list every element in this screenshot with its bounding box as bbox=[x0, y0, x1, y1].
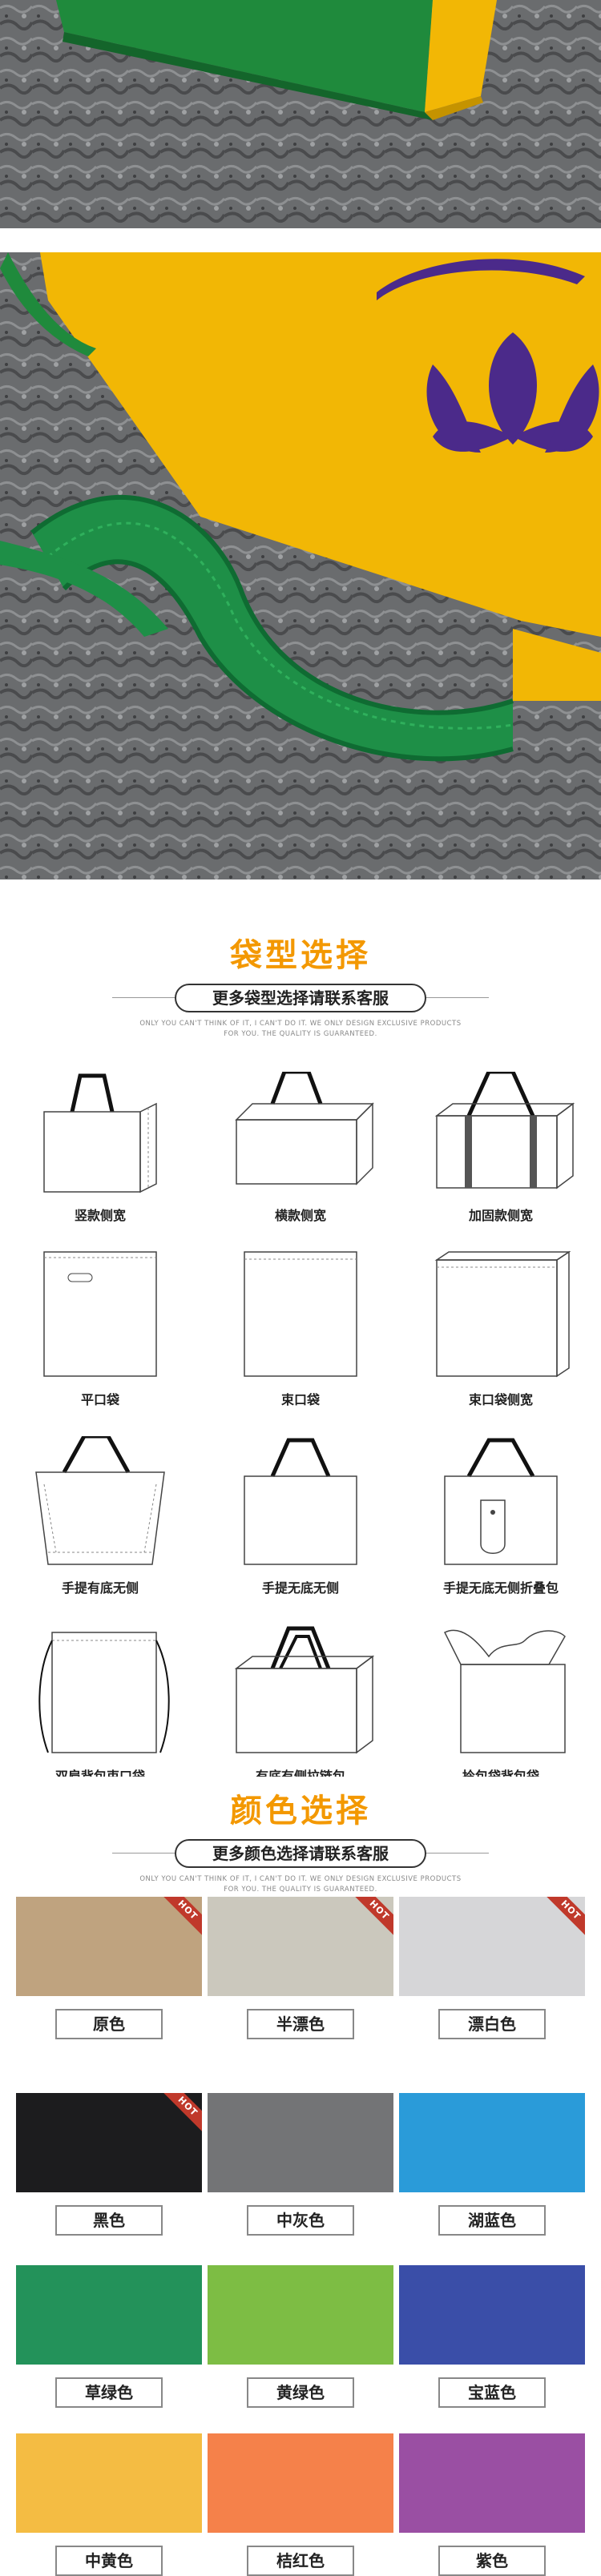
bag-label: 手提有底无侧 bbox=[61, 1580, 139, 1596]
color-swatch[interactable] bbox=[16, 2433, 202, 2533]
horizontal-side-width-bag-icon bbox=[235, 1072, 374, 1185]
bag-type-item[interactable]: 加固款侧宽 bbox=[401, 1072, 601, 1224]
bag-type-item[interactable]: 双肩背包束口袋 bbox=[0, 1624, 200, 1785]
reinforced-side-width-bag-icon bbox=[434, 1072, 575, 1189]
color-swatch[interactable] bbox=[16, 2265, 202, 2365]
color-swatch[interactable]: HOT bbox=[16, 2093, 202, 2192]
color-grid: HOT 原色 HOT 半漂色 HOT 漂白色 HOT 黑色 中灰色 湖蓝色草绿色 黄绿色 宝蓝色中黄色… bbox=[0, 1897, 601, 2576]
pill-right-line bbox=[425, 997, 489, 998]
bag-label: 束口袋 bbox=[280, 1392, 320, 1407]
bag-section-pill: 更多袋型选择请联系客服 bbox=[175, 984, 426, 1012]
bag-label: 束口袋侧宽 bbox=[468, 1392, 533, 1407]
color-label: 黄绿色 bbox=[247, 2377, 354, 2408]
color-label: 紫色 bbox=[438, 2546, 546, 2576]
color-section-pill: 更多颜色选择请联系客服 bbox=[175, 1839, 426, 1868]
drawstring-backpack-icon bbox=[38, 1632, 170, 1753]
color-swatch[interactable] bbox=[399, 2093, 585, 2192]
bag-type-item[interactable]: 竖款侧宽 bbox=[0, 1072, 200, 1224]
hot-badge: HOT bbox=[543, 1897, 585, 1938]
bag-handle-photo bbox=[0, 252, 601, 879]
zipper-bag-icon bbox=[234, 1626, 375, 1754]
color-label: 原色 bbox=[55, 2009, 163, 2039]
pill-left-line bbox=[112, 1853, 176, 1854]
bag-type-item[interactable]: 有底有侧拉链包 bbox=[200, 1624, 401, 1785]
color-section: 颜色选择 更多颜色选择请联系客服 ONLY YOU CAN'T THINK OF… bbox=[0, 1777, 601, 2576]
bag-label: 加固款侧宽 bbox=[468, 1208, 533, 1223]
bag-section-subtext-2: FOR YOU. THE QUALITY IS GUARANTEED. bbox=[224, 1030, 377, 1038]
color-label: 宝蓝色 bbox=[438, 2377, 546, 2408]
handle-no-bottom-no-side-bag-icon bbox=[244, 1438, 357, 1565]
foldable-handle-bag-icon bbox=[444, 1438, 558, 1565]
pill-right-line bbox=[425, 1853, 489, 1854]
bag-label: 手提无底无侧折叠包 bbox=[442, 1580, 559, 1596]
hot-badge: HOT bbox=[159, 2093, 202, 2135]
color-label: 中黄色 bbox=[55, 2546, 163, 2576]
hot-badge: HOT bbox=[351, 1897, 393, 1938]
product-photo-top bbox=[0, 0, 601, 228]
hot-badge: HOT bbox=[159, 1897, 202, 1938]
color-swatch[interactable] bbox=[208, 2433, 393, 2533]
color-swatch[interactable]: HOT bbox=[16, 1897, 202, 1996]
color-label: 黑色 bbox=[55, 2205, 163, 2236]
vertical-side-width-bag-icon bbox=[43, 1073, 157, 1193]
bag-type-item[interactable]: 束口袋侧宽 bbox=[401, 1248, 601, 1408]
bag-type-item[interactable]: 手提无底无侧折叠包 bbox=[401, 1436, 601, 1596]
color-section-subtext-2: FOR YOU. THE QUALITY IS GUARANTEED. bbox=[224, 1886, 377, 1894]
bag-type-item[interactable]: 平口袋 bbox=[0, 1248, 200, 1408]
color-label: 湖蓝色 bbox=[438, 2205, 546, 2236]
bag-label: 横款侧宽 bbox=[274, 1208, 326, 1223]
bag-type-item[interactable]: 横款侧宽 bbox=[200, 1072, 401, 1224]
color-label: 中灰色 bbox=[247, 2205, 354, 2236]
bag-label: 平口袋 bbox=[80, 1392, 119, 1407]
bag-type-item[interactable]: 手提有底无侧 bbox=[0, 1436, 200, 1596]
handle-bottom-no-side-bag-icon bbox=[35, 1436, 165, 1565]
color-swatch[interactable]: HOT bbox=[399, 1897, 585, 1996]
color-section-subtext-1: ONLY YOU CAN'T THINK OF IT, I CAN'T DO I… bbox=[139, 1875, 462, 1883]
color-label: 半漂色 bbox=[247, 2009, 354, 2039]
pill-left-line bbox=[112, 997, 176, 998]
color-swatch[interactable] bbox=[208, 2093, 393, 2192]
bag-type-item[interactable]: 拎包袋背包袋 bbox=[401, 1624, 601, 1785]
bag-label: 竖款侧宽 bbox=[74, 1208, 126, 1223]
color-swatch[interactable] bbox=[208, 2265, 393, 2365]
bag-label: 手提无底无侧 bbox=[261, 1580, 339, 1596]
drawstring-side-width-bag-icon bbox=[434, 1250, 571, 1378]
color-label: 桔红色 bbox=[247, 2546, 354, 2576]
bag-corner-photo bbox=[0, 0, 601, 228]
color-section-title: 颜色选择 bbox=[230, 1793, 371, 1829]
color-label: 草绿色 bbox=[55, 2377, 163, 2408]
color-swatch[interactable] bbox=[399, 2265, 585, 2365]
flat-die-cut-bag-icon bbox=[43, 1251, 157, 1377]
bag-section-subtext-1: ONLY YOU CAN'T THINK OF IT, I CAN'T DO I… bbox=[139, 1020, 462, 1028]
bag-type-item[interactable]: 束口袋 bbox=[200, 1248, 401, 1408]
bag-type-section: 袋型选择 更多袋型选择请联系客服 ONLY YOU CAN'T THINK OF… bbox=[0, 879, 601, 1784]
fleur-de-lis-icon bbox=[426, 332, 599, 453]
color-swatch[interactable]: HOT bbox=[208, 1897, 393, 1996]
product-photo-handle bbox=[0, 252, 601, 879]
bag-type-item[interactable]: 手提无底无侧 bbox=[200, 1436, 401, 1596]
bag-section-title: 袋型选择 bbox=[230, 937, 371, 974]
color-label: 漂白色 bbox=[438, 2009, 546, 2039]
drawstring-flat-bag-icon bbox=[244, 1251, 357, 1377]
color-swatch[interactable] bbox=[399, 2433, 585, 2533]
tote-backpack-bag-icon bbox=[443, 1629, 566, 1753]
